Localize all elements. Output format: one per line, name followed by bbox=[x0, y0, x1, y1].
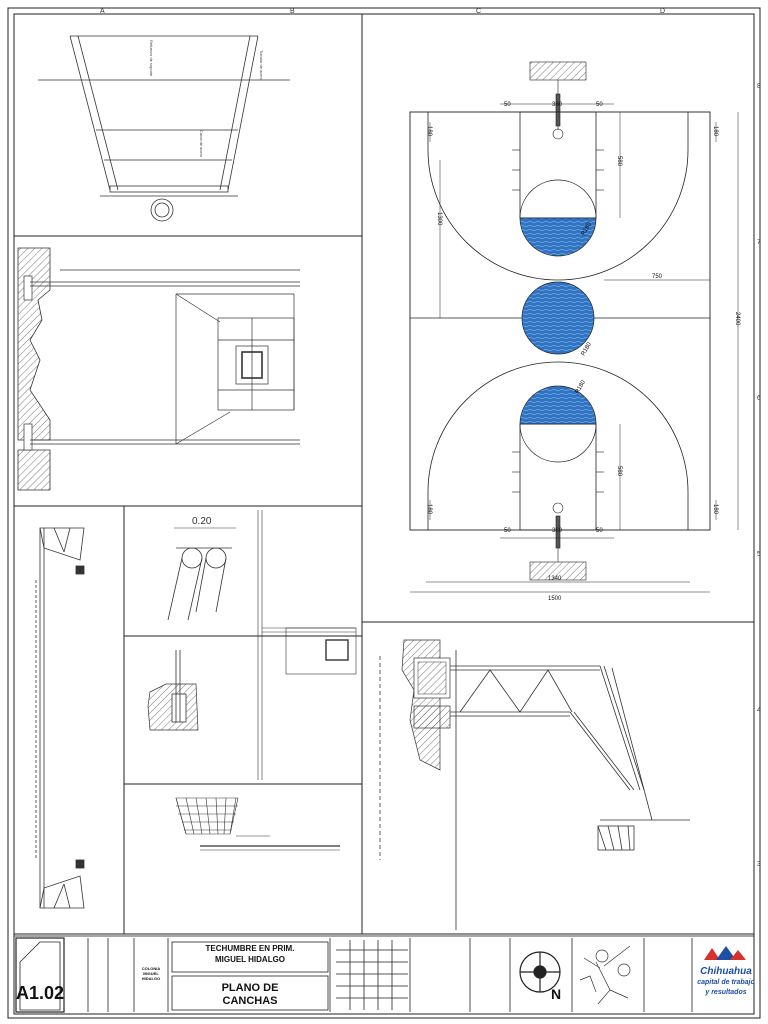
grid-number: 6 bbox=[757, 395, 761, 402]
chihuahua-logo-icon bbox=[704, 946, 746, 960]
grid-number: 8 bbox=[757, 83, 761, 90]
chihuahua-logo: Chihuahua capital de trabajo y resultado… bbox=[694, 938, 758, 1012]
grid-letter: D bbox=[660, 8, 665, 15]
detail-elevation-top bbox=[38, 35, 290, 222]
detail-truss-section bbox=[379, 639, 690, 930]
free-throw-circle-top bbox=[519, 217, 597, 257]
north-arrow-icon bbox=[519, 951, 561, 993]
grid-number: 7 bbox=[757, 239, 761, 246]
logo-line2: capital de trabajo bbox=[697, 979, 755, 986]
dim-key-length: 580 bbox=[616, 466, 622, 477]
dim-line-offset: 180 bbox=[712, 126, 718, 137]
sheet-number: A1.02 bbox=[16, 983, 65, 1003]
free-throw-circle-bottom bbox=[519, 385, 597, 425]
svg-text:Refuerzo de soporte: Refuerzo de soporte bbox=[149, 40, 154, 77]
plan-title-line1: PLANO DE bbox=[221, 982, 279, 994]
dim-total-length: 2400 bbox=[734, 312, 740, 326]
detail-pipes: 0.20 bbox=[167, 510, 357, 780]
grid-number: 4 bbox=[757, 707, 761, 714]
project-name-line1: TECHUMBRE EN PRIM. bbox=[205, 944, 295, 953]
athlete-sketch-icon bbox=[579, 945, 631, 1005]
detail-basket-net bbox=[175, 797, 340, 851]
svg-text:Tubular de acero: Tubular de acero bbox=[259, 50, 264, 81]
dim-side-gap: 50 bbox=[596, 528, 603, 534]
colonia-label: COLONIA MIGUEL HIDALGO bbox=[141, 966, 161, 981]
dim-key-width: 380 bbox=[552, 102, 563, 108]
dim-side-gap: 50 bbox=[596, 102, 603, 108]
dim-line-offset: 180 bbox=[426, 504, 432, 515]
sheet-number-frame bbox=[19, 941, 61, 1011]
grid-letter: C bbox=[476, 8, 481, 15]
grid-number: 3 bbox=[757, 861, 761, 868]
dim-key-width: 380 bbox=[552, 528, 563, 534]
dim-width-inner: 1340 bbox=[548, 576, 562, 582]
grid-letter: B bbox=[290, 8, 295, 15]
dim-line-offset: 180 bbox=[426, 126, 432, 137]
detail-section-left bbox=[17, 247, 300, 491]
center-circle bbox=[521, 281, 595, 355]
dim-center-circle: 750 bbox=[652, 274, 663, 280]
dim-half-court: 1300 bbox=[436, 212, 442, 226]
detail-footing bbox=[147, 650, 199, 731]
dim-radius: R180 bbox=[575, 379, 588, 395]
dim-key-length: 580 bbox=[616, 156, 622, 167]
grid-number: 5 bbox=[757, 551, 761, 558]
dim-side-gap: 50 bbox=[504, 102, 511, 108]
dim-side-gap: 50 bbox=[504, 528, 511, 534]
svg-text:0.20: 0.20 bbox=[192, 516, 212, 527]
grid-letter: A bbox=[100, 8, 105, 15]
svg-text:Canal de acero: Canal de acero bbox=[199, 130, 204, 158]
north-label: N bbox=[550, 986, 562, 1002]
grid-reference-marks: A B C D 8 7 6 5 4 3 bbox=[100, 8, 761, 868]
detail-elevation-long bbox=[35, 527, 85, 909]
plan-title-line2: CANCHAS bbox=[222, 995, 278, 1007]
court-plan: 50 380 50 50 380 50 1340 1500 750 2400 1… bbox=[409, 61, 740, 602]
logo-line1: Chihuahua bbox=[700, 966, 752, 977]
dim-line-offset: 180 bbox=[712, 504, 718, 515]
title-block bbox=[13, 935, 755, 1015]
logo-line3: y resultados bbox=[705, 989, 747, 996]
project-name-line2: MIGUEL HIDALGO bbox=[214, 955, 286, 964]
dim-width-outer: 1500 bbox=[548, 596, 562, 602]
